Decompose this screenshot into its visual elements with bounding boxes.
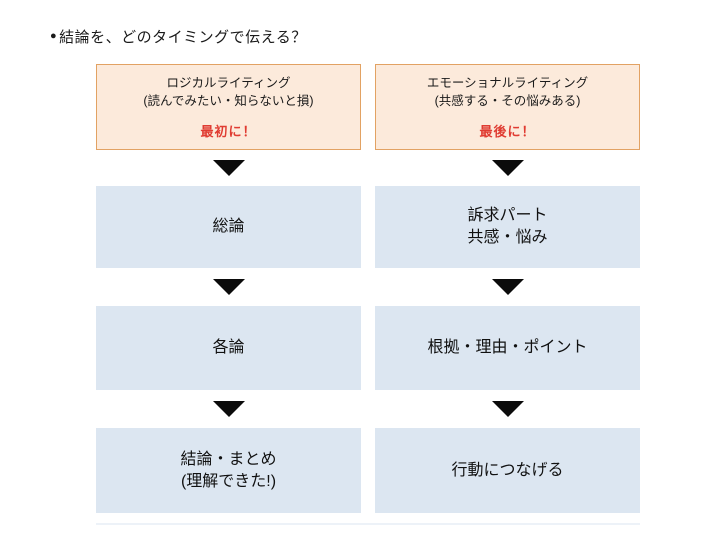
step-line: 訴求パート xyxy=(467,207,548,224)
flow-connector xyxy=(96,390,361,428)
header-line-2: (共感する・その悩みある) xyxy=(434,94,581,108)
arrow-down-icon xyxy=(491,401,524,417)
step-line: 各論 xyxy=(212,339,245,356)
flow-connector xyxy=(375,268,640,306)
flow-connector xyxy=(375,150,640,186)
step-box-conclusion: 結論・まとめ (理解できた!) xyxy=(96,428,361,513)
flow-connector xyxy=(375,390,640,428)
page-title-text: 結論を、どのタイミングで伝える？ xyxy=(59,29,307,46)
flow-connector xyxy=(96,268,361,306)
flow-connector xyxy=(96,150,361,186)
arrow-down-icon xyxy=(212,160,245,176)
step-line: (理解できた!) xyxy=(180,472,277,490)
arrow-down-icon xyxy=(491,279,524,295)
step-line: 行動につなげる xyxy=(451,461,564,479)
faint-divider xyxy=(96,523,640,525)
timing-label: 最初に！ xyxy=(200,124,257,139)
step-box-reasons: 根拠・理由・ポイント xyxy=(375,306,640,390)
step-box-appeal: 訴求パート 共感・悩み xyxy=(375,186,640,268)
step-line: 根拠・理由・ポイント xyxy=(427,339,588,356)
step-box-kakuron: 各論 xyxy=(96,306,361,390)
step-box-action: 行動につなげる xyxy=(375,428,640,513)
arrow-down-icon xyxy=(491,160,524,176)
step-line: 総論 xyxy=(212,218,245,235)
header-box-logical: ロジカルライティング (読んでみたい・知らないと損) 最初に！ xyxy=(96,64,361,150)
page-title: ● 結論を、どのタイミングで伝える？ xyxy=(50,26,307,47)
step-line: 共感・悩み xyxy=(467,229,548,246)
header-text: ロジカルライティング (読んでみたい・知らないと損) xyxy=(143,74,313,110)
header-line-1: ロジカルライティング xyxy=(166,76,291,90)
column-emotional-writing: エモーショナルライティング (共感する・その悩みある) 最後に！ 訴求パート 共… xyxy=(375,64,640,513)
header-line-1: エモーショナルライティング xyxy=(426,76,589,90)
arrow-down-icon xyxy=(212,401,245,417)
timing-label: 最後に！ xyxy=(479,124,536,139)
header-line-2: (読んでみたい・知らないと損) xyxy=(143,94,314,108)
step-line: 結論・まとめ xyxy=(180,450,277,468)
header-text: エモーショナルライティング (共感する・その悩みある) xyxy=(427,74,588,110)
arrow-down-icon xyxy=(212,279,245,295)
header-box-emotional: エモーショナルライティング (共感する・その悩みある) 最後に！ xyxy=(375,64,640,150)
step-box-souron: 総論 xyxy=(96,186,361,268)
column-logical-writing: ロジカルライティング (読んでみたい・知らないと損) 最初に！ 総論 各論 結論… xyxy=(96,64,361,513)
bullet-icon: ● xyxy=(50,30,58,42)
